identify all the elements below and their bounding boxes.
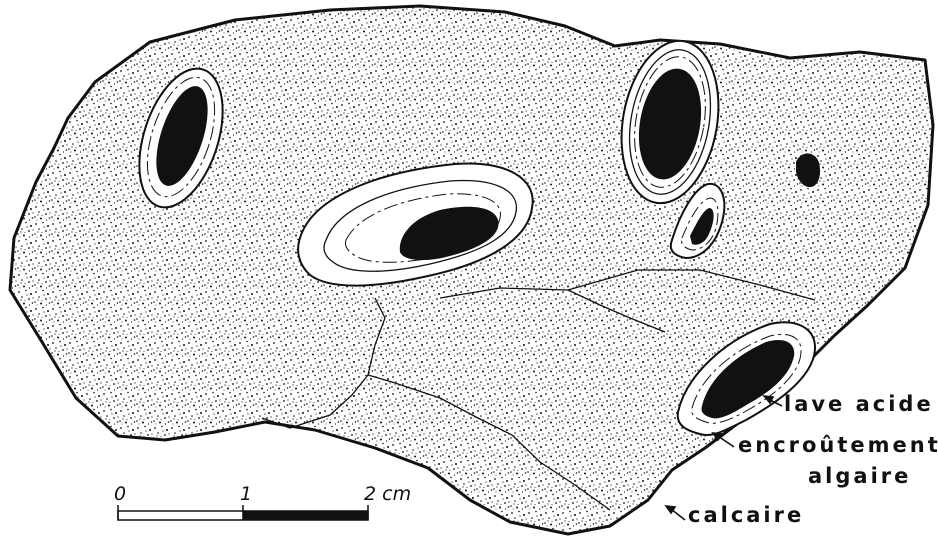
scale-bar: 0 1 2 cm (114, 483, 411, 520)
scale-tick-0: 0 (114, 483, 126, 505)
label-calcaire: calcaire (688, 503, 804, 527)
scale-tick-2cm: 2 cm (364, 483, 411, 505)
label-algaire: algaire (808, 464, 911, 488)
label-lave-acide: lave acide (784, 392, 934, 416)
scale-tick-1: 1 (240, 483, 252, 505)
label-encroutement: encroûtement (738, 433, 938, 457)
